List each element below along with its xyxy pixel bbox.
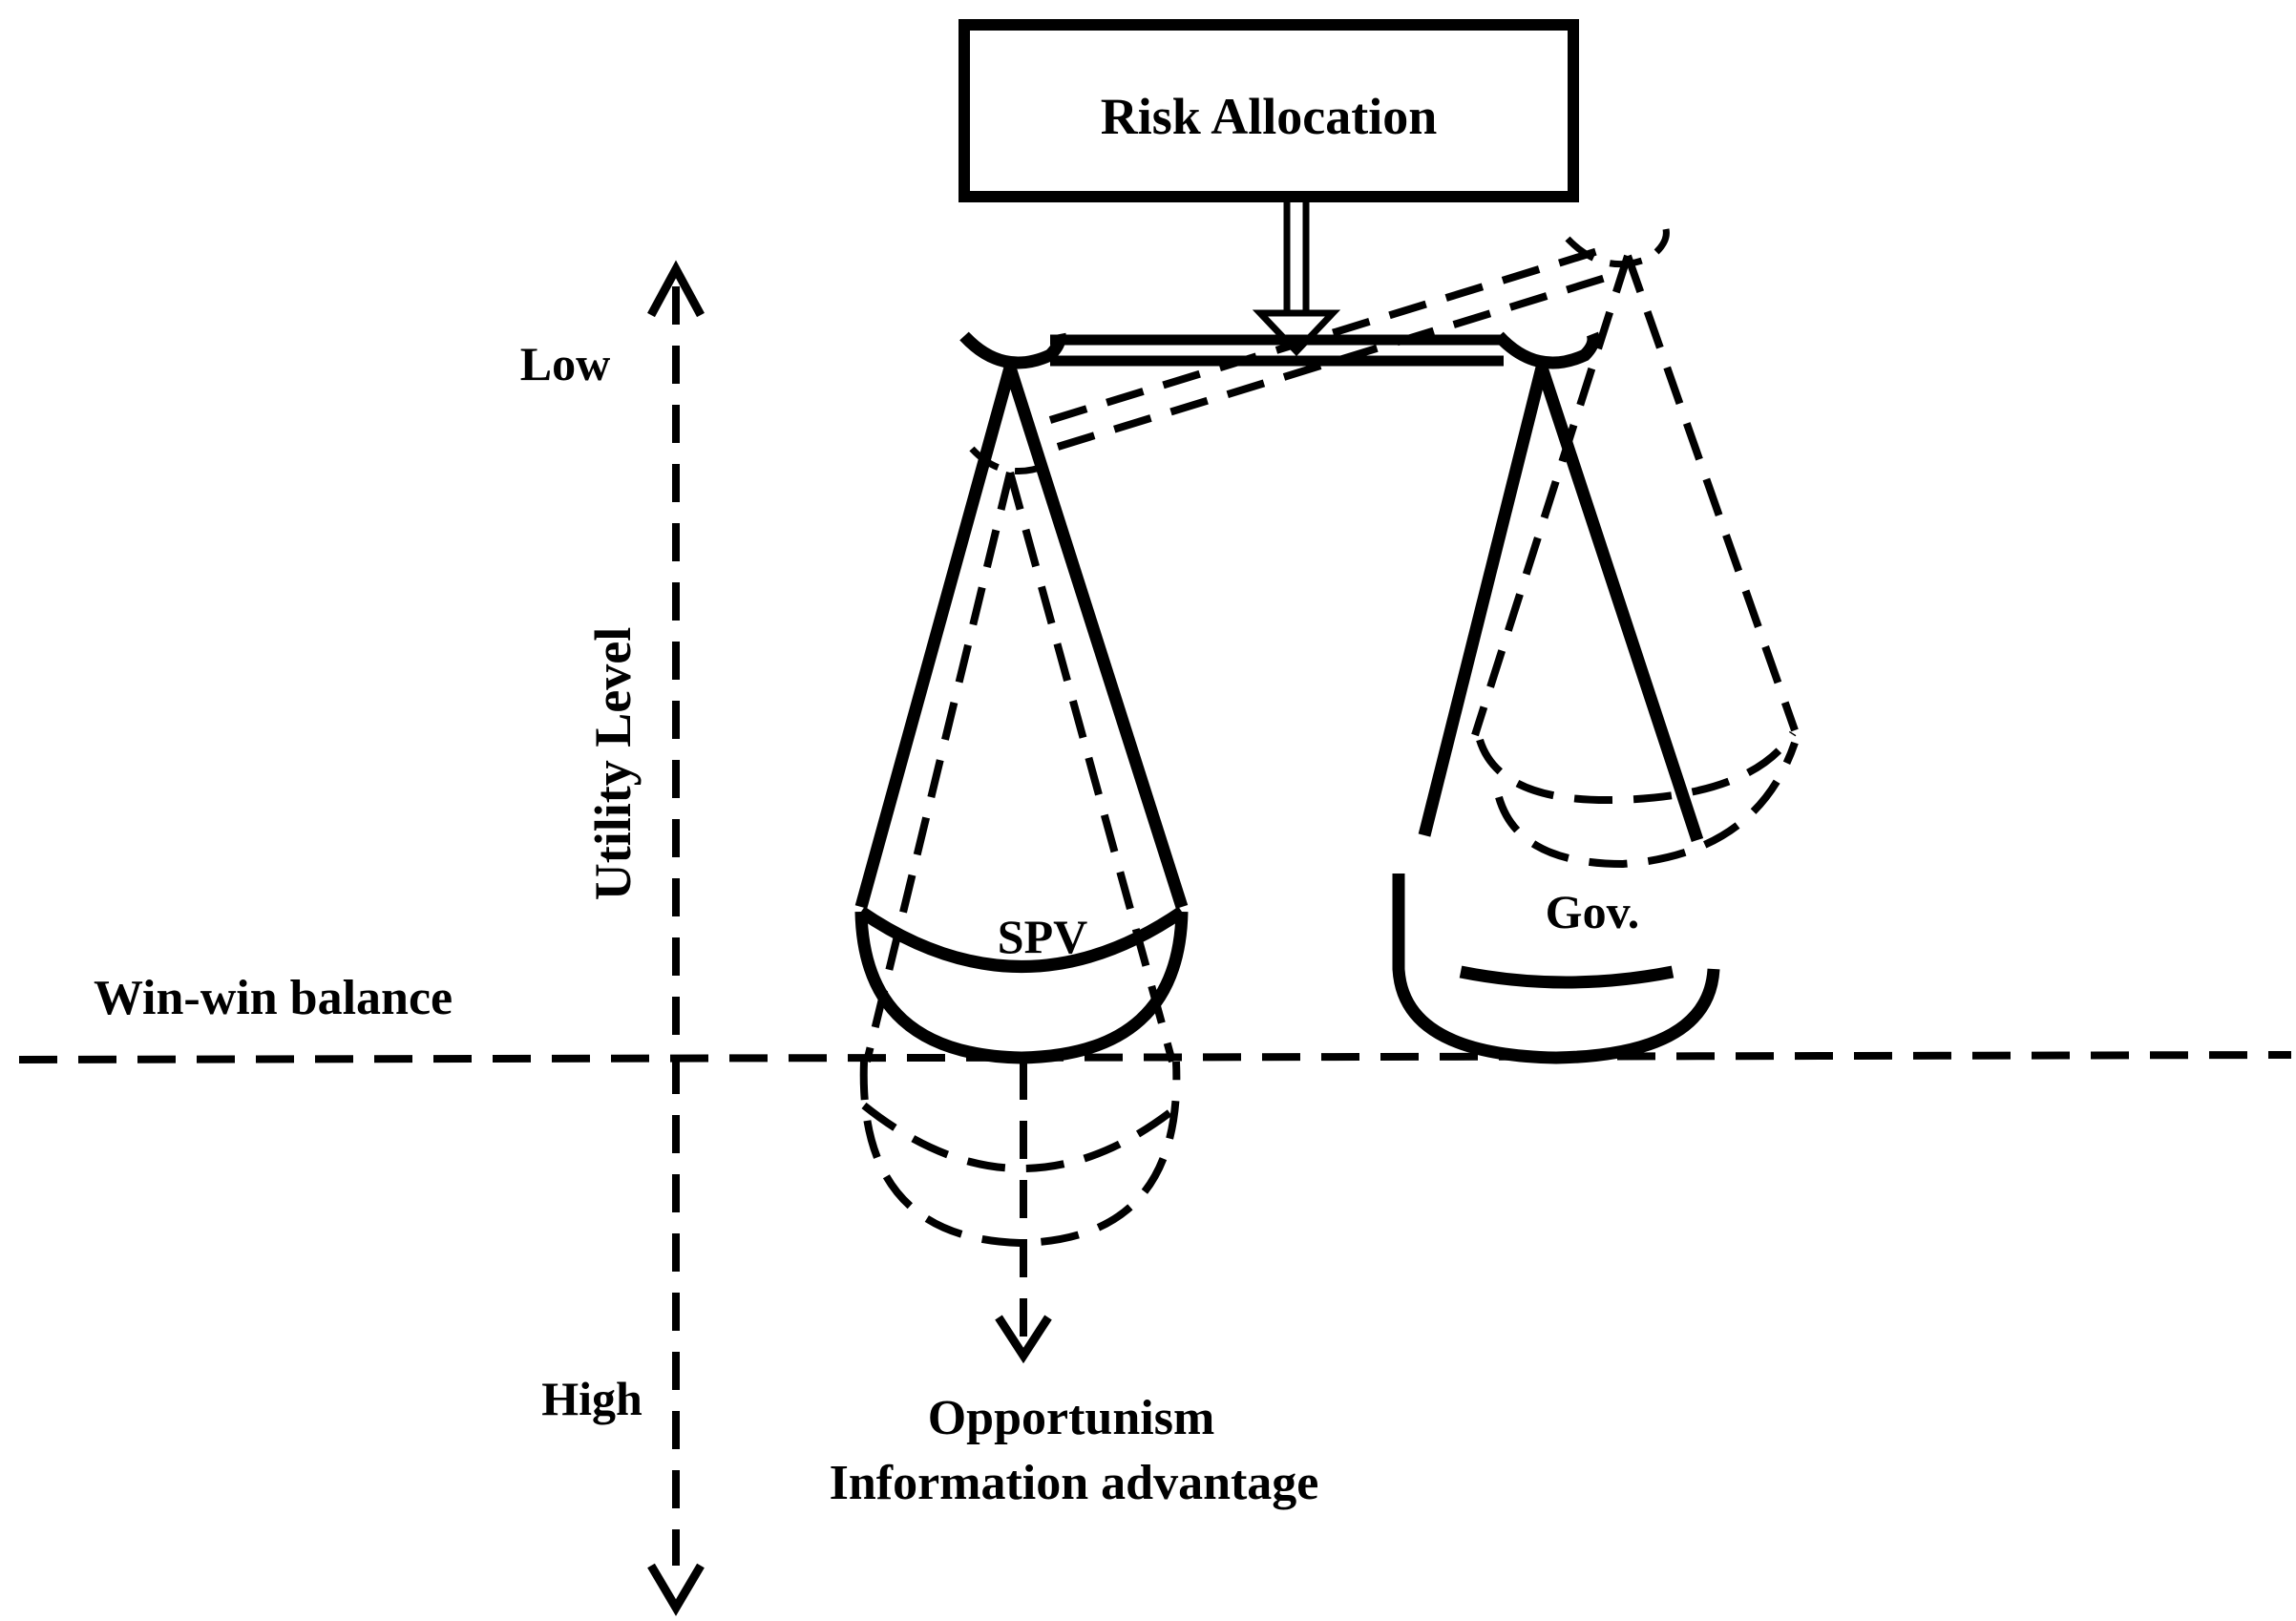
utility-axis: [647, 260, 705, 1616]
tilted-scale: [859, 228, 1799, 1364]
opportunism-arrow: [995, 1062, 1052, 1364]
balanced-scale: [854, 331, 1720, 1064]
risk-allocation-label: Risk Allocation: [1101, 88, 1438, 145]
risk-allocation-box: [958, 19, 1579, 202]
gov-pan: [1392, 365, 1720, 1064]
axis-arrow-up-icon: [647, 260, 705, 318]
information-advantage-label: Information advantage: [830, 1456, 1319, 1510]
axis-arrow-down-icon: [647, 1563, 705, 1616]
gov-label: Gov.: [1546, 885, 1640, 938]
axis-low-label: Low: [520, 337, 610, 390]
win-win-balance-line: [18, 1051, 2292, 1063]
opportunism-label: Opportunism: [928, 1391, 1215, 1445]
win-win-balance-label: Win-win balance: [94, 971, 453, 1025]
spv-label: SPV: [998, 910, 1087, 963]
axis-title-label: Utility Level: [584, 627, 642, 900]
spv-pan-lowered: [859, 471, 1182, 1248]
opportunism-arrow-head-icon: [995, 1315, 1052, 1364]
axis-high-label: High: [541, 1372, 642, 1425]
allocation-connector-arrow: [1252, 202, 1341, 357]
gov-pan-raised: [1471, 254, 1799, 869]
